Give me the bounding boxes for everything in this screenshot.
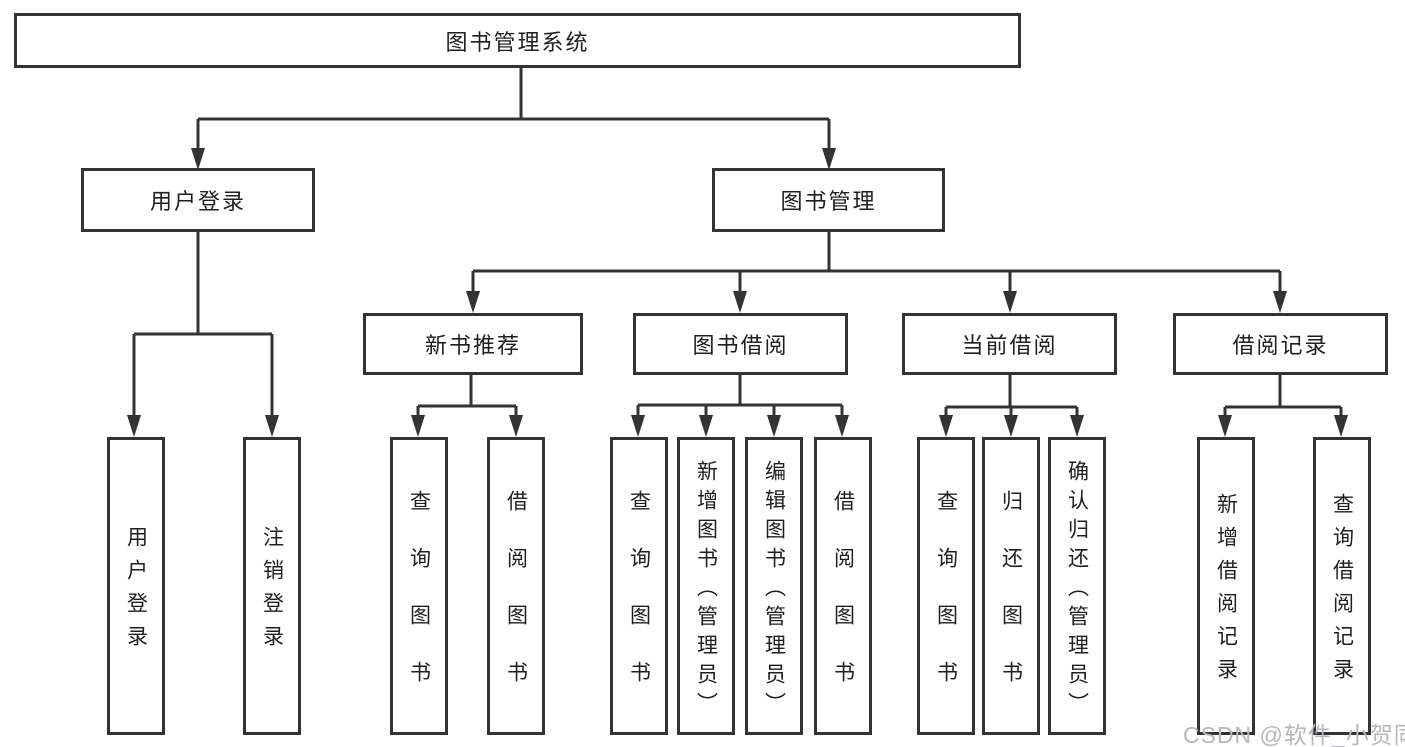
csdn-watermark: CSDN @软件_小贺同学 — [1183, 722, 1405, 747]
leaf-confirm-return-admin: 确认归还（管理员） — [1048, 437, 1106, 735]
connector-root-to-level2 — [191, 68, 836, 170]
node-book-management: 图书管理 — [712, 168, 945, 232]
leaf-add-books-admin: 新增图书（管理员） — [677, 437, 735, 735]
leaf-query-books-borrow: 查询图书 — [610, 437, 668, 735]
node-book-borrow: 图书借阅 — [633, 313, 848, 375]
node-borrow-records: 借阅记录 — [1173, 313, 1388, 375]
node-user-login-label: 用户登录 — [149, 189, 246, 214]
node-borrow-records-label: 借阅记录 — [1232, 333, 1329, 358]
leaf-user-login-label: 用户登录 — [124, 526, 148, 658]
leaf-query-books-recommend-label: 查询图书 — [407, 490, 431, 718]
connector-current-borrow-split — [939, 375, 1084, 437]
leaf-borrow-books-recommend: 借阅图书 — [487, 437, 545, 735]
node-new-book-recommend-label: 新书推荐 — [424, 333, 521, 358]
leaf-return-books: 归还图书 — [982, 437, 1040, 735]
node-book-borrow-label: 图书借阅 — [692, 333, 789, 358]
node-library-system: 图书管理系统 — [14, 13, 1021, 68]
node-new-book-recommend: 新书推荐 — [363, 313, 583, 375]
leaf-query-books-recommend: 查询图书 — [390, 437, 448, 735]
leaf-borrow-books-label: 借阅图书 — [831, 490, 855, 718]
leaf-user-login: 用户登录 — [107, 437, 165, 735]
leaf-query-borrow-record-label: 查询借阅记录 — [1330, 493, 1354, 691]
connector-book-management-to-level3 — [466, 232, 1287, 313]
connector-user-login-split — [127, 232, 279, 437]
leaf-logout: 注销登录 — [243, 437, 301, 735]
leaf-logout-label: 注销登录 — [260, 526, 284, 658]
node-book-management-label: 图书管理 — [780, 189, 877, 214]
node-library-system-label: 图书管理系统 — [445, 29, 590, 55]
leaf-query-books-current: 查询图书 — [917, 437, 975, 735]
node-current-borrow: 当前借阅 — [902, 313, 1117, 375]
leaf-query-books-borrow-label: 查询图书 — [627, 490, 651, 718]
node-current-borrow-label: 当前借阅 — [961, 333, 1058, 358]
leaf-query-books-current-label: 查询图书 — [934, 490, 958, 718]
leaf-add-books-admin-label: 新增图书（管理员） — [694, 459, 718, 721]
connector-book-borrow-split — [631, 375, 849, 437]
leaf-edit-books-admin-label: 编辑图书（管理员） — [762, 459, 786, 721]
leaf-add-borrow-record: 新增借阅记录 — [1197, 437, 1255, 735]
leaf-edit-books-admin: 编辑图书（管理员） — [745, 437, 803, 735]
node-user-login: 用户登录 — [81, 168, 315, 232]
connector-borrow-records-split — [1218, 375, 1348, 437]
leaf-add-borrow-record-label: 新增借阅记录 — [1214, 493, 1238, 691]
leaf-borrow-books-recommend-label: 借阅图书 — [504, 490, 528, 718]
leaf-query-borrow-record: 查询借阅记录 — [1313, 437, 1371, 735]
leaf-confirm-return-admin-label: 确认归还（管理员） — [1065, 459, 1089, 721]
leaf-return-books-label: 归还图书 — [999, 490, 1023, 718]
leaf-borrow-books: 借阅图书 — [814, 437, 872, 735]
connector-new-book-split — [411, 375, 523, 437]
